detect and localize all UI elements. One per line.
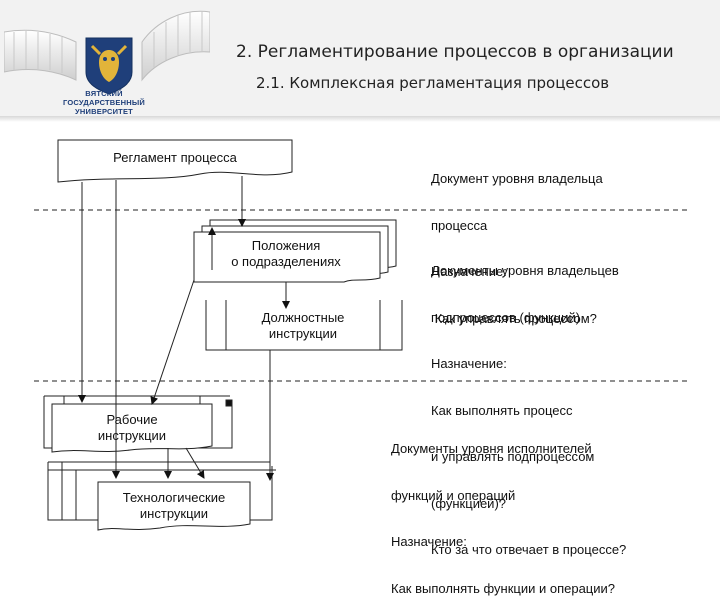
process-regulation-label: Регламент процесса (113, 150, 237, 165)
process-regulation-box (57, 139, 293, 183)
unit-provisions-label: Положения о подразделениях (231, 238, 341, 269)
connector-arrow (150, 279, 195, 405)
job-instructions-label: Должностные инструкции (261, 310, 345, 341)
level-2-description: Документы уровня владельцев подпроцессов… (431, 263, 627, 557)
header-divider (0, 116, 720, 122)
level-1-description: Документ уровня владельца процесса Назна… (431, 171, 603, 326)
regulation-diagram (34, 139, 688, 531)
work-instructions-box (51, 403, 213, 453)
university-logo (4, 10, 210, 95)
tech-instructions-box (97, 481, 251, 531)
tech-instructions-label: Технологические инструкции (122, 490, 226, 521)
ribbon-banner (4, 29, 77, 81)
ribbon-banner (141, 10, 210, 82)
university-name: ВЯТСКИЙ ГОСУДАРСТВЕННЫЙ УНИВЕРСИТЕТ (63, 89, 145, 116)
work-instructions-label: Рабочие инструкции (97, 412, 167, 443)
page-title: 2. Регламентирование процессов в организ… (236, 42, 674, 62)
connector-arrow (185, 447, 205, 479)
page-subtitle: 2.1. Комплексная регламентация процессов (256, 74, 610, 92)
job-instructions-box (205, 300, 403, 351)
unit-provisions-box (193, 231, 381, 283)
level-3-description: Документы уровня исполнителей функций и … (391, 441, 616, 596)
